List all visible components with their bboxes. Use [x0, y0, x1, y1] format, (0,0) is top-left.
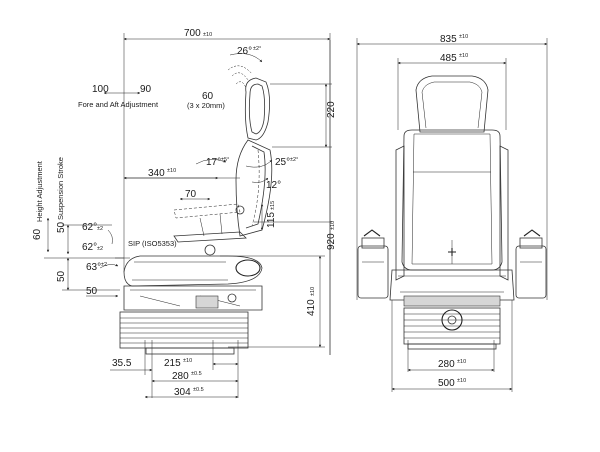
bellows-base: [119, 311, 249, 355]
tol-835: ±10: [459, 34, 468, 40]
dim-35-5: 35.5: [112, 358, 132, 369]
dim-115: 115: [266, 212, 277, 228]
dim-63: 63°: [86, 262, 101, 273]
tol-front-280: ±10: [457, 359, 466, 365]
dim-62a: 62°: [82, 222, 97, 233]
dim-60-height: 60: [32, 228, 43, 240]
front-view: [356, 38, 548, 392]
tol-340: ±10: [167, 168, 176, 174]
dim-280: 280: [172, 371, 189, 382]
front-seat: [389, 269, 515, 301]
label-height-adjustment: Height Adjustment: [35, 160, 44, 222]
arc-25: [245, 159, 273, 168]
arc-17: [195, 159, 227, 165]
dim-62b: 62°: [82, 242, 97, 253]
dim-50-left: 50: [86, 286, 98, 297]
dim-25: 25°: [275, 157, 290, 168]
tol-485: ±10: [459, 53, 468, 59]
label-3x20: (3 x 20mm): [187, 101, 225, 110]
armrest: [173, 231, 247, 243]
dim-50-suspension: 50: [56, 221, 67, 233]
dim-26: 26°: [237, 46, 252, 57]
label-fore-aft: Fore and Aft Adjustment: [78, 100, 159, 109]
tol-25: ±2°: [290, 157, 298, 163]
dim-220: 220: [326, 101, 337, 118]
tol-115: ±15: [270, 201, 276, 210]
seat-cushion: [123, 255, 263, 287]
label-sip: SIP (ISO5353): [128, 239, 177, 248]
tol-700: ±10: [203, 32, 212, 38]
dim-700: 700: [184, 28, 201, 39]
tol-500: ±10: [457, 378, 466, 384]
front-backrest: [401, 129, 503, 271]
front-bellows-base: [403, 307, 501, 350]
dim-12: 12°: [266, 180, 281, 191]
tol-304: ±0.5: [193, 387, 204, 393]
tol-26: ±2°: [253, 46, 261, 52]
dim-500: 500: [438, 378, 455, 389]
tol-215: ±10: [183, 358, 192, 364]
dim-front-280: 280: [438, 359, 455, 370]
dim-50-left-vertical: 50: [56, 270, 67, 282]
tol-63: ±2: [101, 262, 107, 268]
dim-485: 485: [440, 53, 457, 64]
arc-63: [99, 263, 119, 269]
dim-100: 100: [92, 84, 109, 95]
tol-62b: ±2: [97, 246, 103, 252]
dim-17: 17°: [206, 157, 221, 168]
dim-835: 835: [440, 34, 457, 45]
backrest: [235, 139, 273, 237]
arc-62a: [107, 229, 113, 245]
tol-17: ±5°: [221, 157, 229, 163]
front-armrest-left: [357, 229, 389, 299]
label-suspension-stroke: Suspension Stroke: [56, 157, 65, 220]
dim-60-headrest: 60: [202, 91, 214, 102]
side-view: [44, 33, 332, 399]
dim-304: 304: [174, 387, 191, 398]
front-armrest-right: [515, 229, 547, 299]
suspension-frame: [123, 285, 263, 311]
dim-410: 410: [306, 299, 317, 316]
arc-26: [229, 53, 263, 63]
front-dimension-labels: 835 ±10 485 ±10 280 ±10 500 ±10: [438, 34, 468, 389]
tol-280: ±0.5: [191, 371, 202, 377]
tol-62a: ±2: [97, 226, 103, 232]
dim-70: 70: [185, 189, 197, 200]
dim-215: 215: [164, 358, 181, 369]
headrest: [244, 77, 270, 141]
arc-12: [251, 177, 269, 183]
dim-90: 90: [140, 84, 152, 95]
dim-340: 340: [148, 168, 165, 179]
front-headrest: [415, 75, 489, 133]
tol-410: ±10: [310, 287, 316, 296]
front-logo-mark: [448, 248, 456, 256]
tol-920: ±10: [330, 221, 336, 230]
side-dimension-labels: 700 ±10 26° ±2° 100 90 Fore and Aft Adju…: [32, 28, 337, 398]
dim-920: 920: [326, 233, 337, 250]
